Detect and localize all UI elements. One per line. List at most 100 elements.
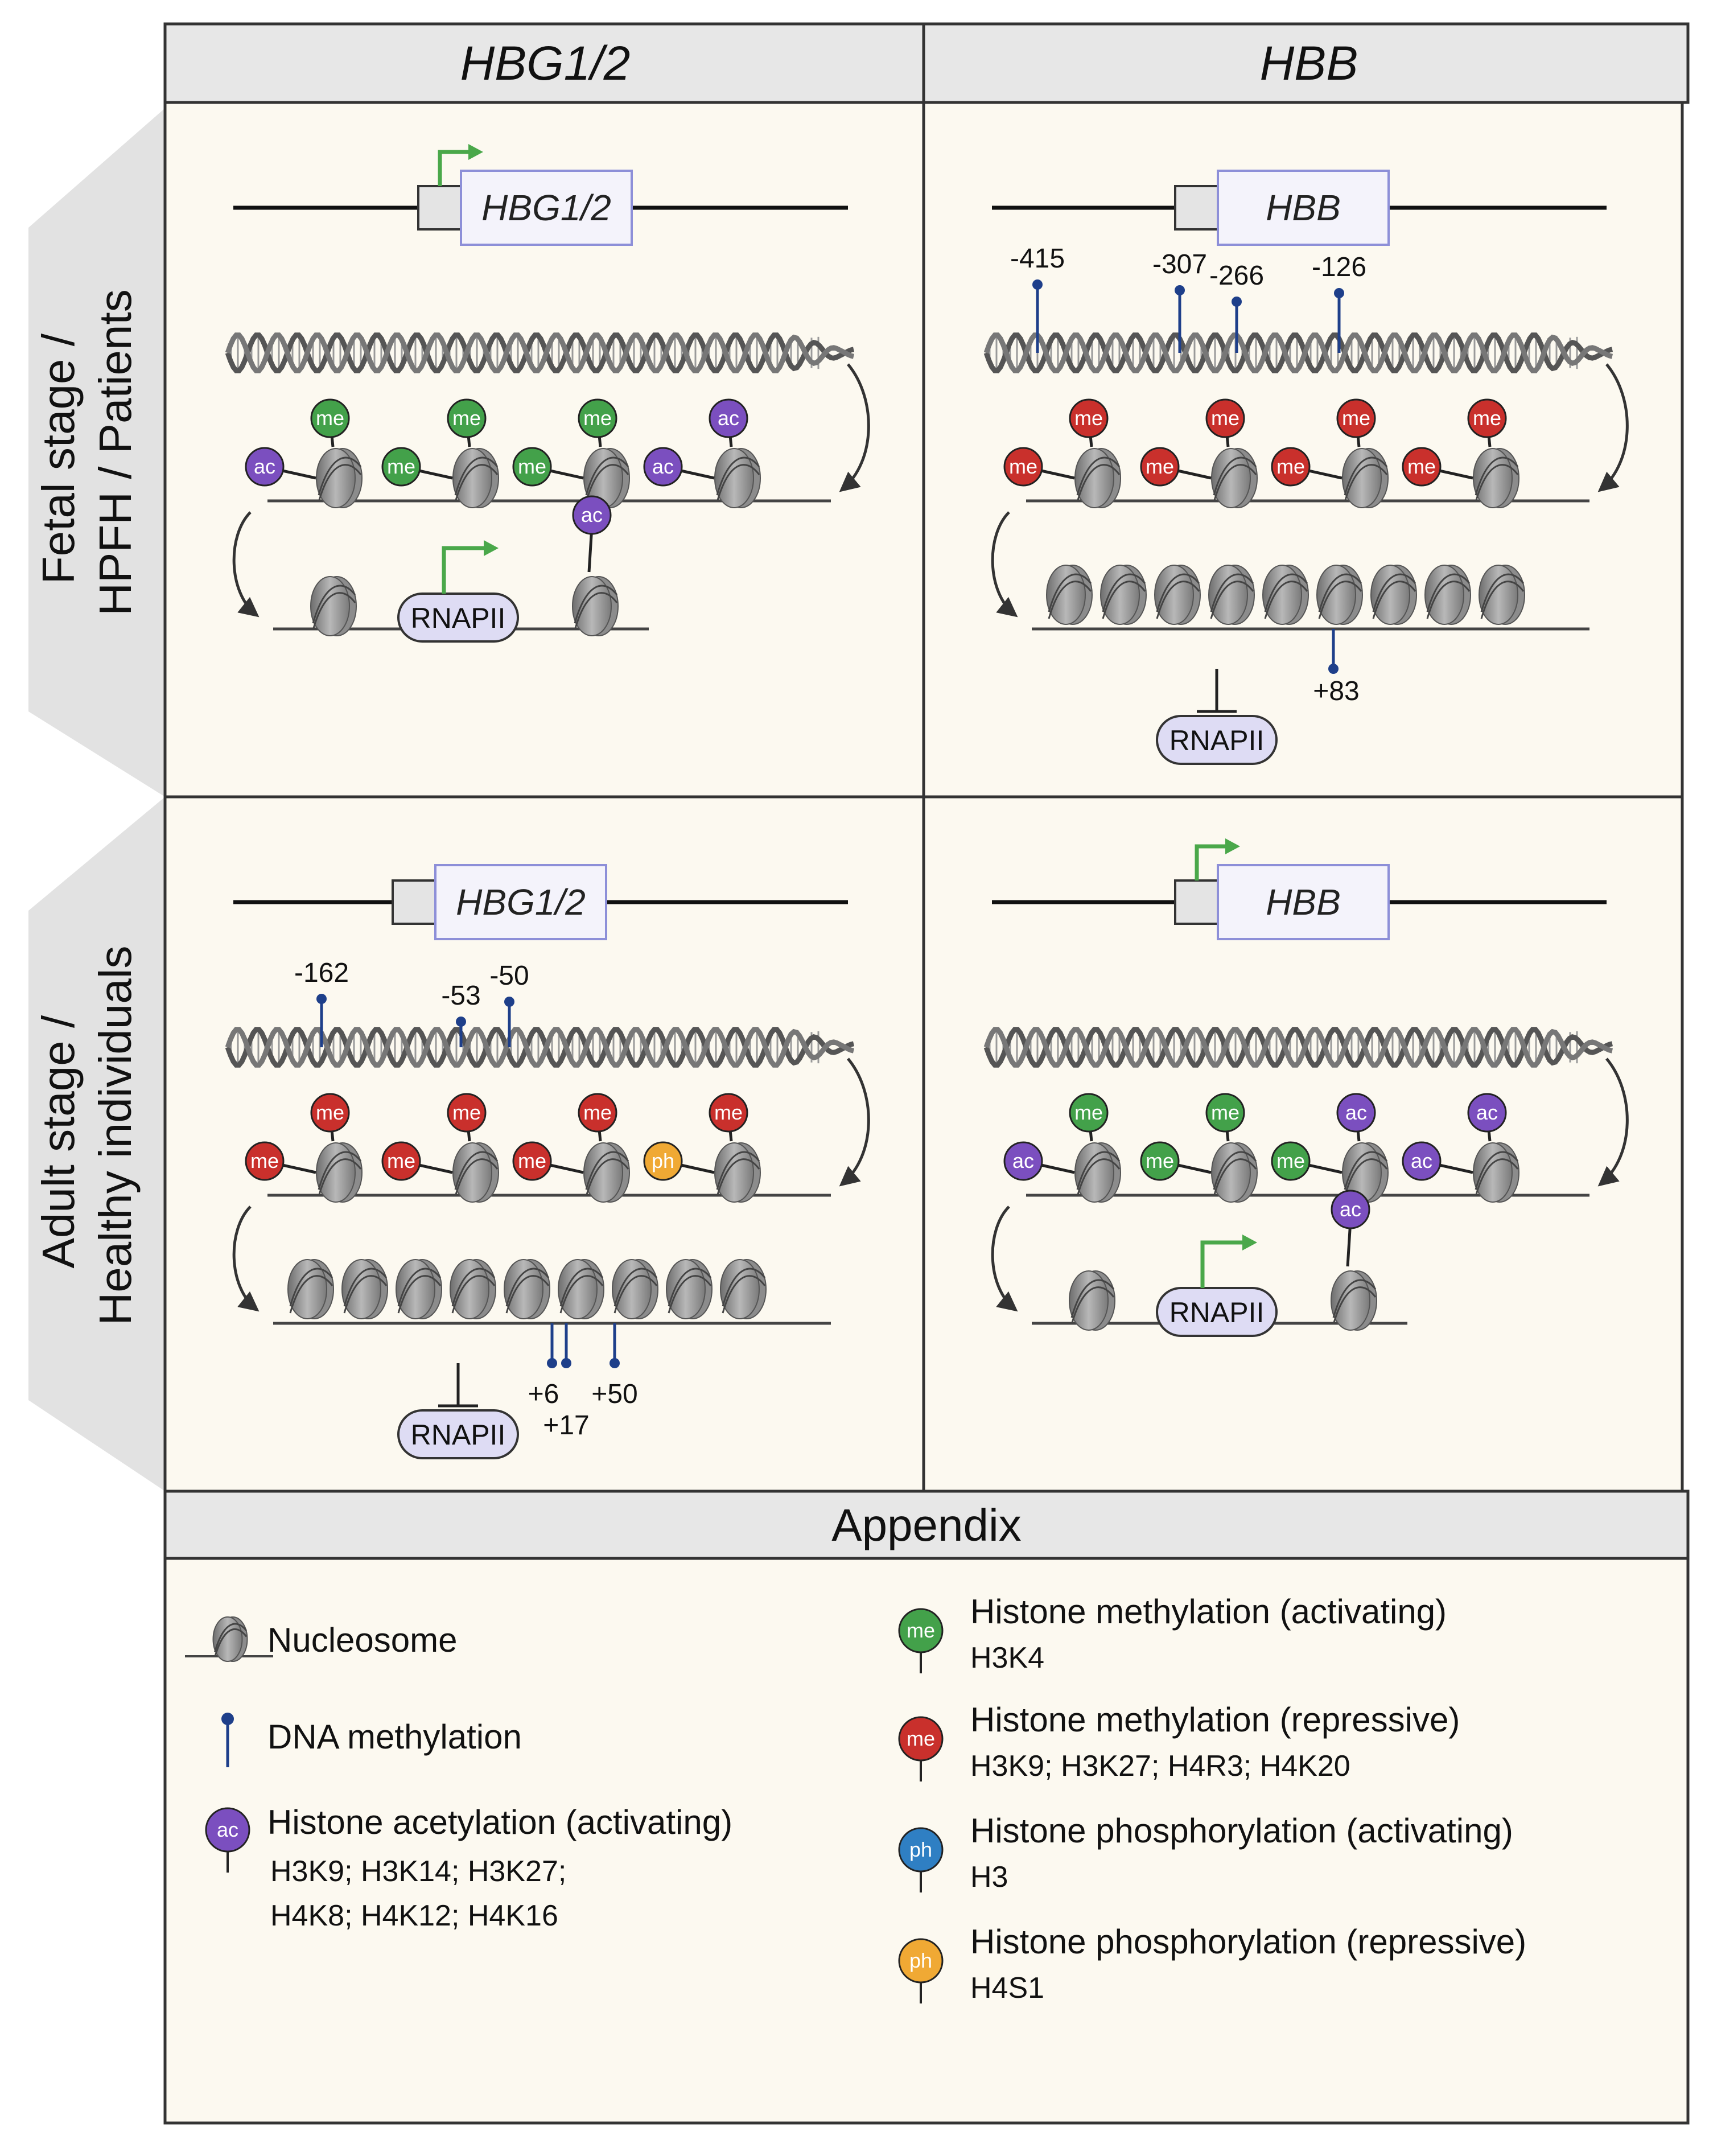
rnapii-complex-label: RNAPII	[1169, 1297, 1265, 1328]
legend-item-title: Histone phosphorylation (repressive)	[970, 1923, 1526, 1961]
rnapii-complex: RNAPII	[1156, 1287, 1278, 1337]
histone-mod-badge-label: me	[1407, 455, 1436, 478]
nucleosome-icon	[714, 448, 761, 508]
nucleosome-icon	[1208, 565, 1255, 625]
transcription-start-arrow-icon	[1195, 844, 1225, 880]
nucleosome-icon	[1211, 1142, 1258, 1203]
dna-methylation-site: -126	[1312, 252, 1366, 353]
histone-mod-badge-label: me	[1009, 455, 1037, 478]
histone-mod-badge: me	[1140, 447, 1180, 487]
appendix-header	[163, 1490, 1690, 1560]
histone-mod-badge: ac	[1331, 1190, 1370, 1229]
promoter-box	[392, 879, 436, 925]
dna-methylation-site-label: -307	[1152, 249, 1207, 279]
histone-mod-badge: ac	[1336, 1093, 1376, 1133]
histone-mod-badge: me	[1069, 398, 1109, 438]
chromatin-loop-arrow-icon	[991, 511, 1018, 618]
nucleosome-icon	[452, 448, 499, 508]
nucleosome-icon	[666, 1259, 713, 1319]
legend-item-title: Histone acetylation (activating)	[267, 1803, 732, 1841]
histone-mod-badge: me	[1271, 447, 1311, 487]
histone-mod-badge: me	[1205, 1093, 1245, 1133]
legend-badge-ac-icon: ac	[205, 1807, 250, 1853]
nucleosome-icon	[396, 1259, 442, 1319]
histone-mod-badge-label: me	[1146, 455, 1174, 478]
histone-mod-badge-label: me	[518, 455, 546, 478]
legend-item: Nucleosome	[185, 1616, 458, 1662]
legend-item-title: Nucleosome	[267, 1621, 458, 1659]
dna-methylation-site: -266	[1209, 261, 1264, 353]
dna-methylation-site-label: +6	[528, 1379, 559, 1409]
histone-mod-badge: me	[578, 398, 617, 438]
histone-mod-badge-label: me	[518, 1149, 546, 1172]
dna-helix	[983, 332, 1613, 373]
column-header-bar	[163, 22, 1690, 104]
nucleosome-icon	[452, 1142, 499, 1203]
transcription-start-arrow-icon	[438, 150, 468, 186]
nucleosome-icon	[572, 576, 619, 636]
histone-mod-badge-label: ph	[652, 1149, 674, 1172]
legend-item-detail: H3	[970, 1861, 1008, 1894]
histone-mod-badge-label: me	[583, 406, 612, 430]
dna-methylation-site: -415	[1010, 244, 1065, 353]
legend-item: ph Histone phosphorylation (repressive) H4…	[898, 1923, 1526, 2005]
rnapii-complex-label: RNAPII	[411, 602, 506, 634]
histone-mod-badge: me	[512, 447, 552, 487]
histone-mod-badge-label: ac	[1012, 1149, 1034, 1172]
dna-methylation-site-label: -53	[441, 981, 480, 1011]
histone-mod-badge: me	[1336, 398, 1376, 438]
histone-mod-badge-label: me	[1473, 406, 1501, 430]
nucleosome-icon	[612, 1259, 658, 1319]
histone-mod-badge: me	[512, 1141, 552, 1181]
nucleosome-icon	[583, 1142, 630, 1203]
legend-badge-me_act-icon: me	[898, 1608, 944, 1653]
histone-mod-badge-label: ac	[254, 455, 275, 478]
legend-item-detail: H3K9; H3K27; H4R3; H4K20	[970, 1750, 1350, 1783]
nucleosome-icon	[450, 1259, 496, 1319]
row-label-adult-line2: Healthy individuals	[90, 945, 141, 1325]
chromatin-loop-arrow-icon	[232, 1205, 260, 1312]
rnapii-complex: RNAPII	[397, 593, 519, 643]
histone-mod-badge: ac	[643, 447, 683, 487]
histone-mod-badge-label: ac	[1411, 1149, 1432, 1172]
legend-badge-ph_rep-icon: ph	[898, 1938, 944, 1984]
legend-item: DNA methylation	[221, 1713, 522, 1767]
histone-mod-badge-label: me	[387, 455, 415, 478]
legend-badge-me_act-icon-label: me	[907, 1619, 935, 1642]
column-header-hbg: HBG1/2	[460, 36, 631, 90]
dna-methylation-site	[547, 1323, 557, 1368]
legend-item-detail: H4S1	[970, 1972, 1044, 2005]
nucleosome-icon	[1424, 565, 1471, 625]
nucleosome-icon	[1473, 448, 1519, 508]
histone-mod-badge: me	[1402, 447, 1442, 487]
histone-mod-badge-label: me	[1211, 406, 1239, 430]
nucleosome-icon	[714, 1142, 761, 1203]
dna-methylation-site	[1328, 629, 1339, 674]
gene-box	[1217, 864, 1390, 940]
dna-methylation-site: -162	[294, 958, 349, 1047]
histone-mod-badge: me	[381, 447, 421, 487]
dna-methylation-site: -53	[441, 981, 481, 1047]
promoter-box	[417, 185, 462, 231]
nucleosome-icon	[1473, 1142, 1519, 1203]
legend-item-title: Histone phosphorylation (activating)	[970, 1812, 1513, 1850]
histone-mod-badge: me	[245, 1141, 285, 1181]
nucleosome-icon	[1211, 448, 1258, 508]
dna-methylation-site-label: -50	[489, 961, 529, 991]
histone-mod-badge: me	[709, 1093, 748, 1133]
panel-adult-hbg: HBG1/2mememememememephRNAPII-162-53-50+6…	[163, 795, 925, 1493]
histone-mod-badge-label: me	[1342, 406, 1370, 430]
chromatin-loop-arrow-icon	[1597, 1058, 1629, 1187]
histone-mod-badge: me	[578, 1093, 617, 1133]
row-tab-fetal	[28, 108, 165, 797]
chromatin-loop-arrow-icon	[1597, 363, 1629, 492]
transcription-start-arrow-icon	[442, 546, 484, 594]
dna-methylation-site-label: -162	[294, 958, 349, 988]
legend-item-title: Histone methylation (repressive)	[970, 1701, 1460, 1739]
dna-methylation-site	[561, 1323, 571, 1368]
legend-item-title: DNA methylation	[267, 1718, 522, 1756]
histone-mod-badge-label: me	[250, 1149, 279, 1172]
nucleosome-icon	[316, 1142, 363, 1203]
